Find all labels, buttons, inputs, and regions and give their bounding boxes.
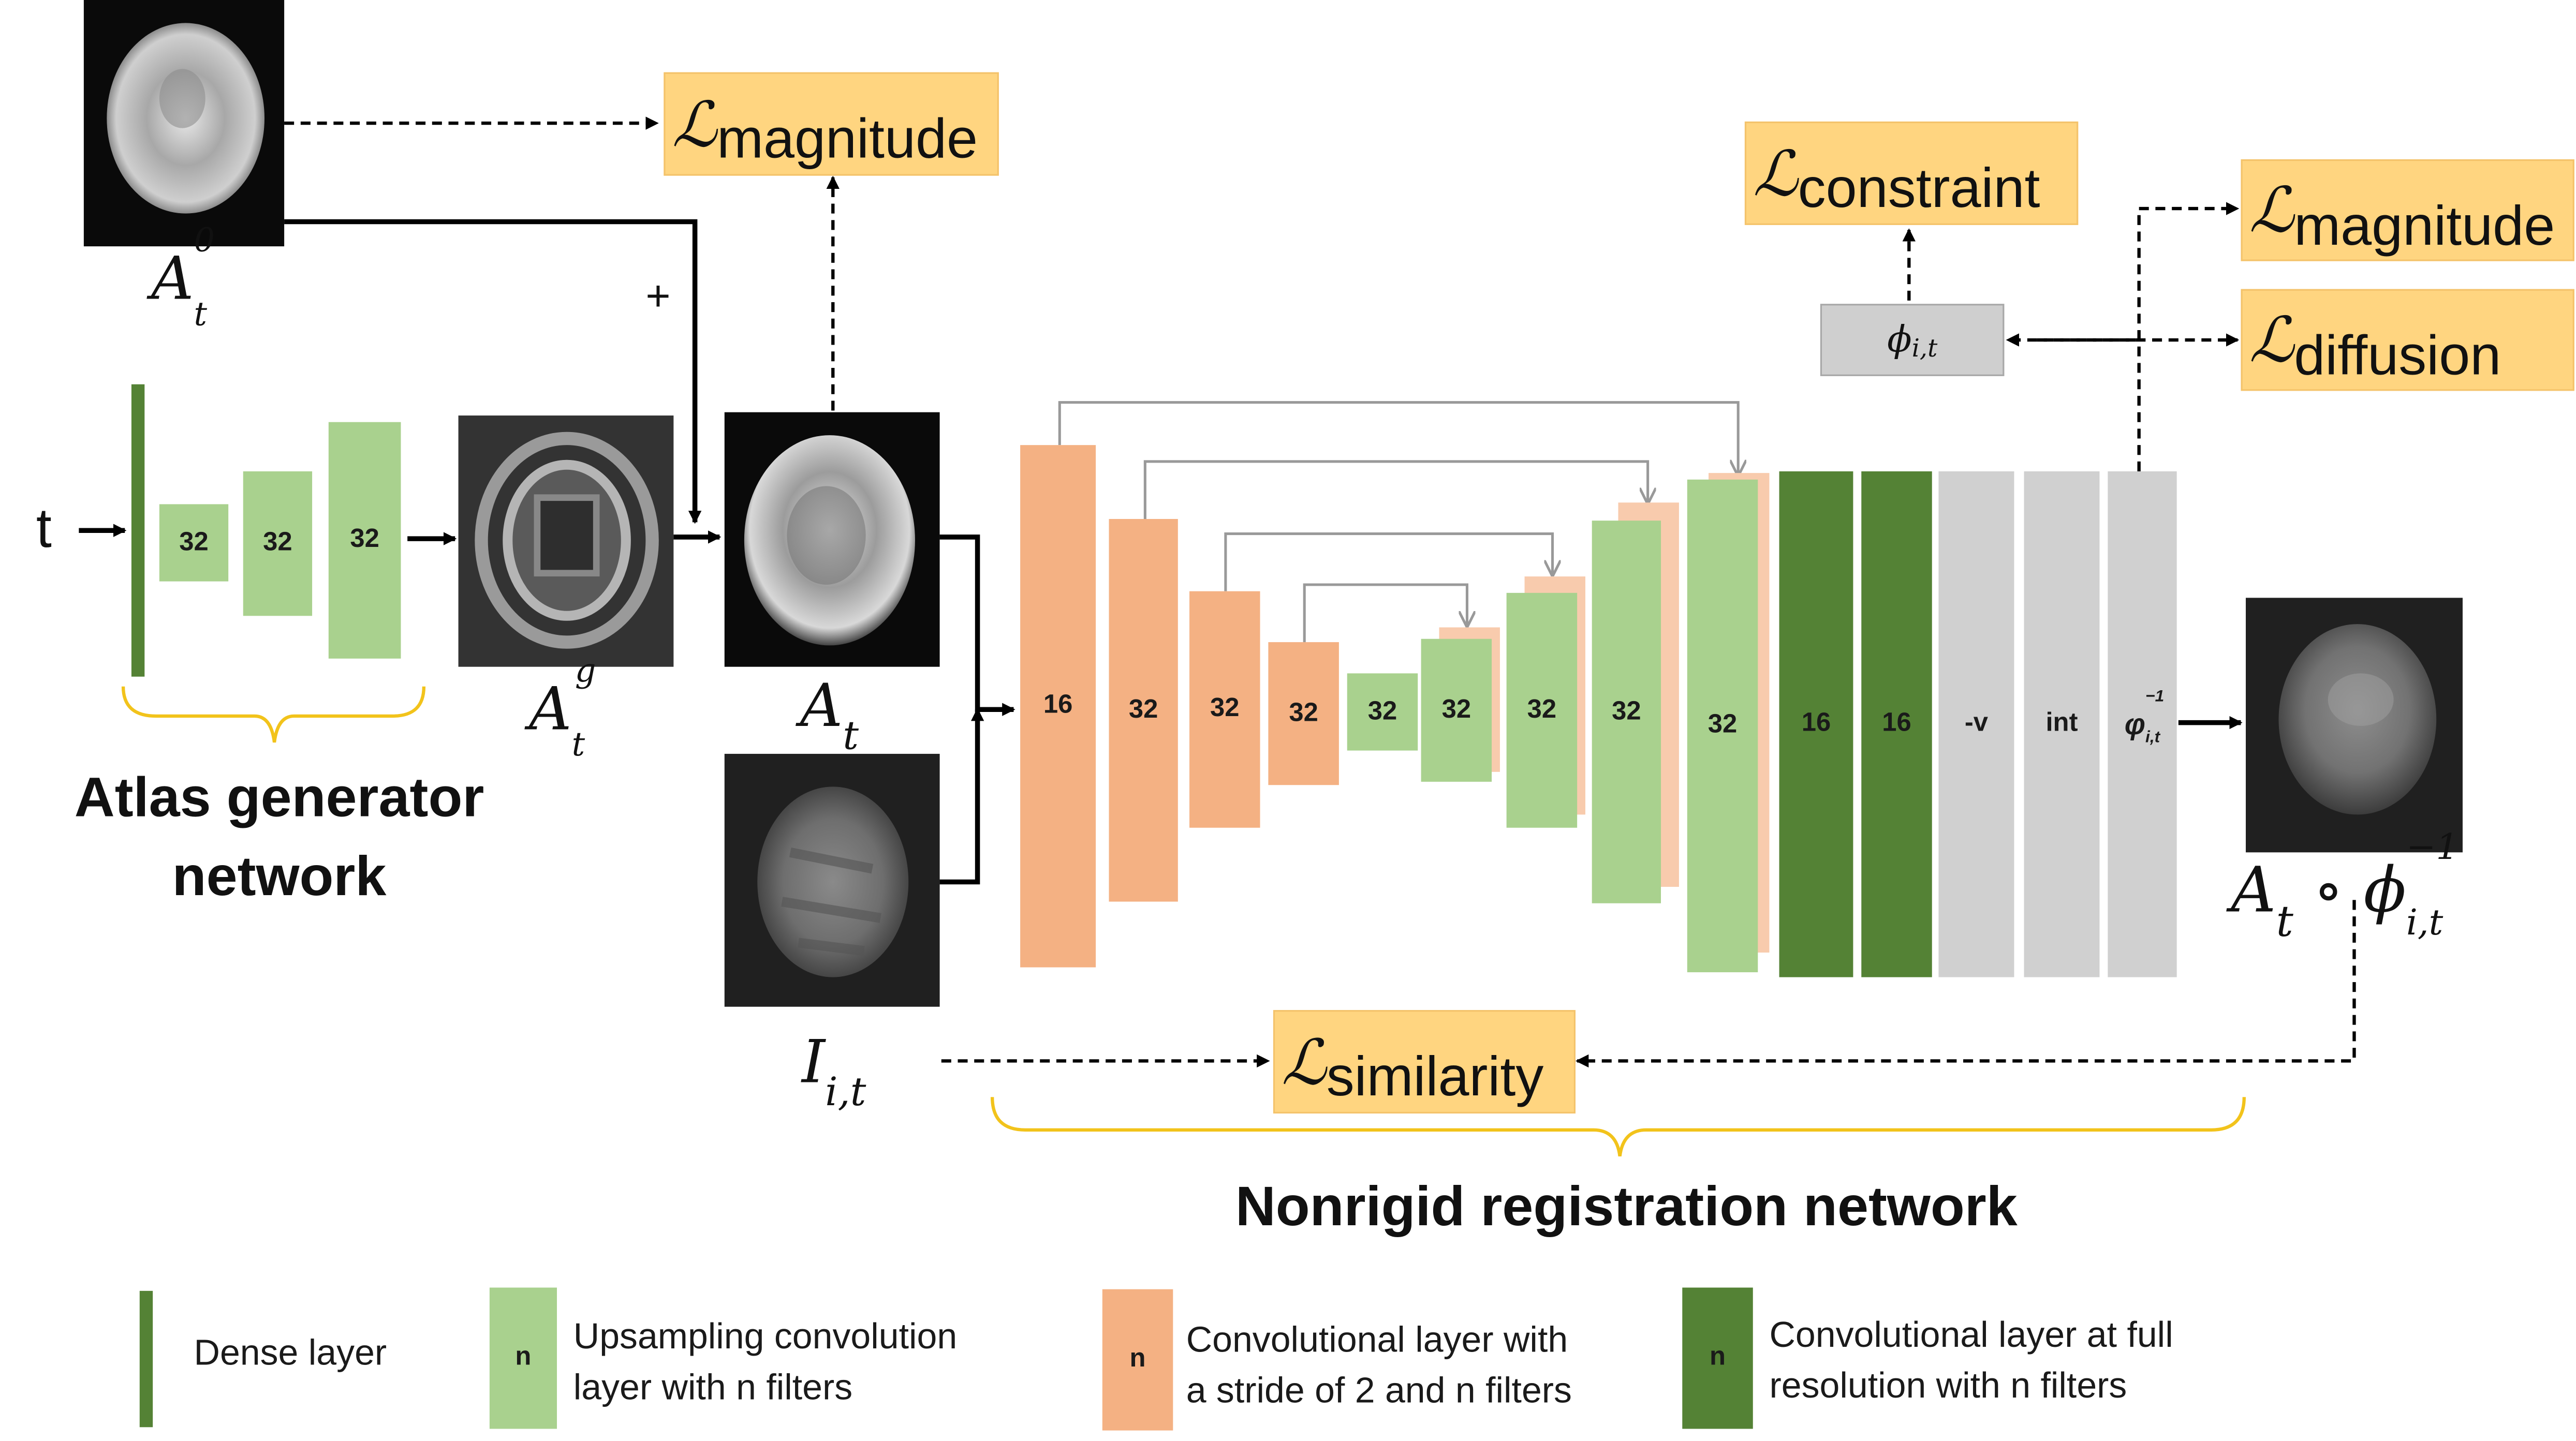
bottleneck-block: 32 xyxy=(1347,673,1418,751)
encoder-conv-block: 32 xyxy=(1268,642,1339,785)
generator-upsampling-block: 32 xyxy=(243,471,313,616)
registration-network-title: Nonrigid registration network xyxy=(1235,1176,2018,1239)
generator-upsampling-block: 32 xyxy=(159,504,229,582)
dashed-arrows xyxy=(284,116,2356,1068)
dense-layer xyxy=(131,384,145,677)
solid-arrows xyxy=(79,219,2243,885)
decoder-upsampling-block: 32 xyxy=(1592,521,1661,903)
encoder-conv-block: 32 xyxy=(1109,519,1178,902)
atlas-generator-title: Atlas generator network xyxy=(74,767,484,908)
time-input-label: t xyxy=(36,497,52,560)
skip-connections xyxy=(1058,401,1738,643)
negate-velocity-block: -v xyxy=(1938,471,2014,977)
atlas-label: At xyxy=(800,673,859,760)
subject-label: Ii,t xyxy=(801,1030,866,1116)
initial-atlas-image xyxy=(83,0,285,247)
warped-atlas-image xyxy=(2245,598,2463,853)
legend-dense-text: Dense layer xyxy=(194,1332,387,1373)
braces xyxy=(121,686,2246,1157)
legend-stride-swatch: n xyxy=(1102,1289,1173,1431)
decoder-upsampling-block: 32 xyxy=(1421,638,1492,782)
generator-upsampling-block: 32 xyxy=(328,422,401,659)
legend-fullres-swatch: n xyxy=(1682,1287,1753,1429)
full-resolution-conv-block: 16 xyxy=(1861,471,1932,977)
atlas-image xyxy=(724,412,940,667)
legend-dense-swatch xyxy=(139,1290,153,1428)
legend-upsampling-swatch: n xyxy=(489,1287,557,1429)
integration-block: int xyxy=(2024,471,2100,977)
decoder-upsampling-block: 32 xyxy=(1687,479,1758,973)
plus-sign: + xyxy=(645,271,671,320)
generated-atlas-image xyxy=(458,415,674,667)
encoder-conv-block: 32 xyxy=(1189,591,1260,828)
subject-image xyxy=(724,753,940,1007)
encoder-conv-block: 16 xyxy=(1020,445,1096,968)
decoder-upsampling-block: 32 xyxy=(1506,592,1578,828)
full-resolution-conv-block: 16 xyxy=(1779,471,1853,977)
